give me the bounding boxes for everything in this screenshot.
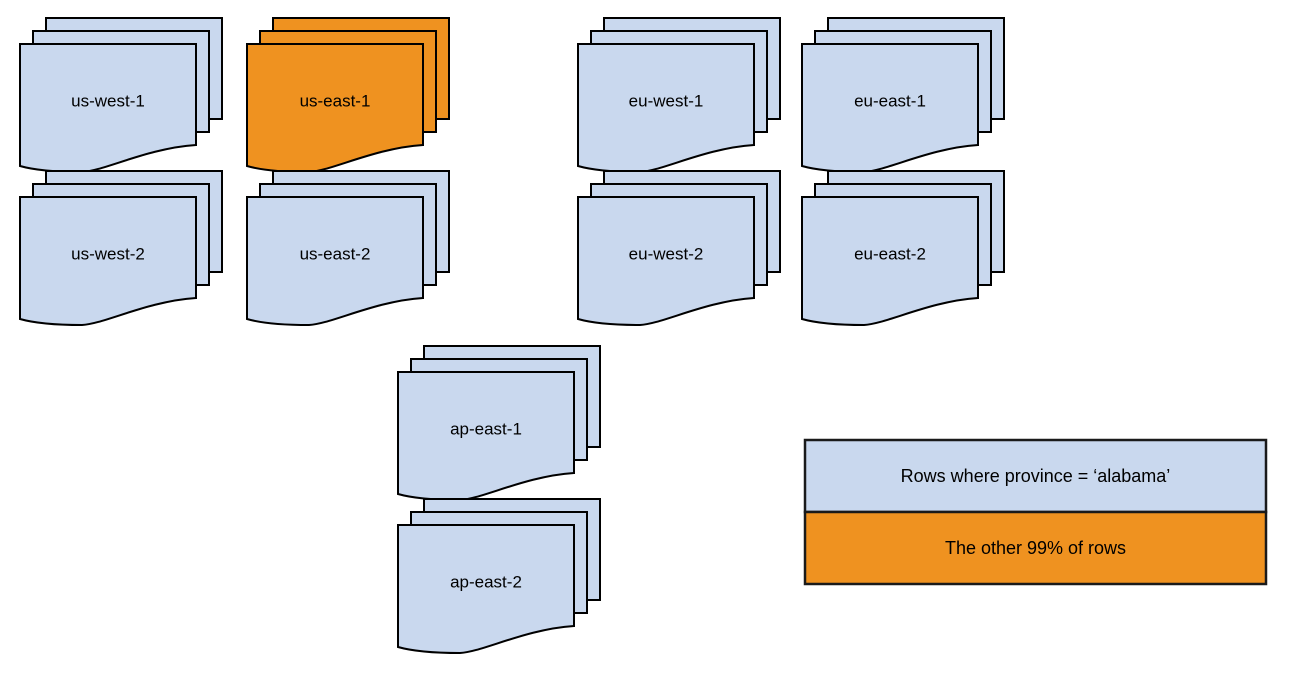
document-stack-eu-west-1[interactable]: eu-west-1 [577, 17, 781, 174]
document-sheet-front[interactable] [801, 196, 979, 327]
document-sheet-front[interactable] [397, 524, 575, 655]
document-stack-group-layer: us-west-1 us-east-1 eu-west-1 eu-east-1 us-w… [19, 17, 1005, 655]
document-sheet-front[interactable] [19, 196, 197, 327]
document-stack-label-ap-east-1: ap-east-1 [450, 419, 522, 438]
document-stack-label-us-west-1: us-west-1 [71, 91, 145, 110]
document-stack-ap-east-2[interactable]: ap-east-2 [397, 498, 601, 655]
document-stack-us-west-1[interactable]: us-west-1 [19, 17, 223, 174]
document-stack-label-ap-east-2: ap-east-2 [450, 572, 522, 591]
legend: Rows where province = ‘alabama’ The other… [803, 438, 1268, 586]
document-stack-label-eu-east-2: eu-east-2 [854, 244, 926, 263]
document-sheet-front[interactable] [246, 196, 424, 327]
document-stack-eu-east-2[interactable]: eu-east-2 [801, 170, 1005, 327]
document-stack-label-us-east-1: us-east-1 [300, 91, 371, 110]
document-stack-us-east-2[interactable]: us-east-2 [246, 170, 450, 327]
legend-swatch-legend-normal [803, 438, 1268, 514]
legend-label-legend-normal: Rows where province = ‘alabama’ [901, 466, 1171, 486]
document-stack-us-west-2[interactable]: us-west-2 [19, 170, 223, 327]
legend-label-legend-highlight: The other 99% of rows [945, 538, 1126, 558]
document-stack-label-us-west-2: us-west-2 [71, 244, 145, 263]
document-stack-eu-west-2[interactable]: eu-west-2 [577, 170, 781, 327]
legend-swatch-legend-highlight [803, 510, 1268, 586]
document-stack-label-eu-west-2: eu-west-2 [629, 244, 704, 263]
document-stack-eu-east-1[interactable]: eu-east-1 [801, 17, 1005, 174]
document-stack-label-eu-west-1: eu-west-1 [629, 91, 704, 110]
document-sheet-front[interactable] [577, 196, 755, 327]
document-stack-ap-east-1[interactable]: ap-east-1 [397, 345, 601, 502]
document-stack-us-east-1[interactable]: us-east-1 [246, 17, 450, 174]
document-stack-label-eu-east-1: eu-east-1 [854, 91, 926, 110]
document-stack-label-us-east-2: us-east-2 [300, 244, 371, 263]
